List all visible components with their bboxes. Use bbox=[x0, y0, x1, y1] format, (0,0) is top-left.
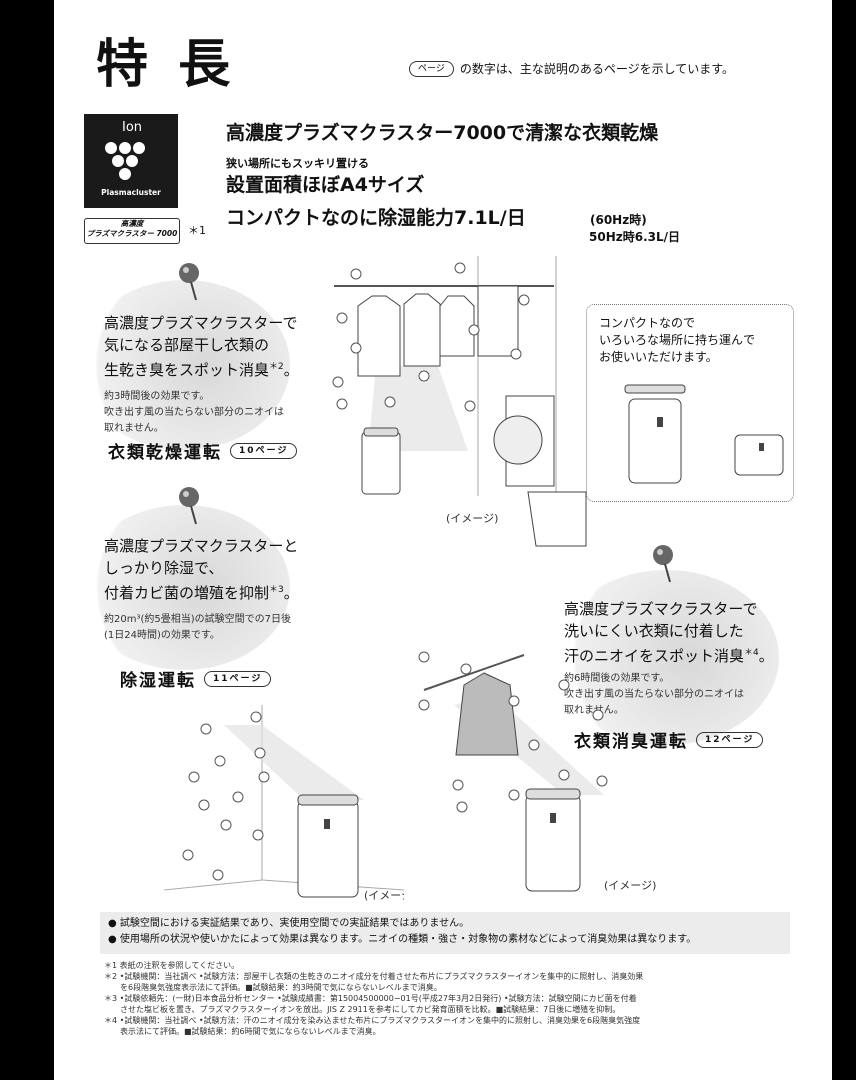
feature-2-line2: しっかり除湿で、 bbox=[104, 559, 224, 577]
feature-2-sub1: 約20m³(約5畳相当)の試験空間での7日後 bbox=[104, 614, 292, 625]
feature-bubble-2 bbox=[78, 505, 290, 670]
page-reference-note: ページ の数字は、主な説明のあるページを示しています。 bbox=[409, 60, 734, 77]
mode-clothes-drying-page: 10ページ bbox=[230, 442, 298, 459]
feature-2-line3: 付着カビ菌の増殖を抑制 bbox=[104, 584, 270, 602]
notes-box: ● 試験空間における実証結果であり、実使用空間での実証結果ではありません。 ● … bbox=[100, 912, 790, 954]
footnote-line: ＊2 •試験機関：当社調べ •試験方法：部屋干し衣類の生乾きのニオイ成分を付着さ… bbox=[104, 972, 644, 981]
feature-2-sub2: (1日24時間)の効果です。 bbox=[104, 630, 220, 641]
mode-clothes-drying-label: 衣類乾燥運転 bbox=[108, 443, 222, 463]
footnote-line: ＊3 •試験依頼先：(一財)日本食品分析センター •試験成績書：第1500450… bbox=[104, 994, 637, 1003]
logo-badge: 高濃度 プラズマクラスター 7000 bbox=[84, 218, 180, 244]
feature-1-line3: 生乾き臭をスポット消臭 bbox=[104, 361, 270, 379]
compact-note-line3: お使いいただけます。 bbox=[599, 350, 718, 364]
feature-3-line1: 高濃度プラズマクラスターで bbox=[564, 600, 758, 618]
coat-deodorize-illustration: (イメージ) bbox=[418, 651, 656, 892]
mode-clothes-deodorize-label: 衣類消臭運転 bbox=[574, 732, 688, 752]
feature-3-sub1: 約6時間後の効果です。 bbox=[564, 673, 670, 684]
footnote-line: を6段階臭気強度表示法にて評価。■試験結果：約3時間で気にならないレベルまで消臭… bbox=[104, 983, 442, 992]
headline-50hz-note: 50Hz時6.3L/日 bbox=[589, 230, 681, 244]
feature-1-sub1: 約3時間後の効果です。 bbox=[104, 391, 210, 402]
feature-1-mark: ＊2 bbox=[269, 362, 284, 372]
feature-1-sub3: 取れません。 bbox=[104, 423, 164, 434]
headline-60hz-note: (60Hz時) bbox=[590, 213, 647, 227]
feature-bubble-1 bbox=[78, 280, 290, 450]
footnote-line: させた塩ビ板を置き、プラズマクラスターイオンを放出。JIS Z 2911を参考に… bbox=[104, 1005, 621, 1014]
page-ref-text: の数字は、主な説明のあるページを示しています。 bbox=[459, 62, 735, 76]
logo-badge-line2: プラズマクラスター 7000 bbox=[86, 229, 178, 238]
image-caption-2: (イメージ) bbox=[364, 889, 404, 902]
mode-dehumidify-label: 除湿運転 bbox=[120, 671, 196, 691]
page-title: 特 長 bbox=[96, 35, 237, 95]
logo-ion-text: Ion bbox=[122, 120, 143, 135]
feature-2-mark: ＊3 bbox=[269, 585, 284, 595]
pushpin-icon bbox=[179, 263, 199, 301]
compact-note-line1: コンパクトなので bbox=[599, 316, 696, 330]
compact-portable-box: コンパクトなので いろいろな場所に持ち運んで お使いいただけます。 bbox=[586, 304, 794, 502]
note-2: ● 使用場所の状況や使いかたによって効果は異なります。ニオイの種類・強さ・対象物… bbox=[108, 934, 697, 945]
pushpin-icon bbox=[179, 487, 199, 525]
feature-3-sub2: 吹き出す風の当たらない部分のニオイは bbox=[564, 689, 744, 700]
headline-a4-size: 設置面積ほぼA4サイズ bbox=[226, 174, 425, 196]
footnotes: ＊1 表紙の注釈を参照してください。 ＊2 •試験機関：当社調べ •試験方法：部… bbox=[104, 960, 784, 1037]
plasmacluster-logo: Ion Plasmacluster bbox=[84, 114, 178, 208]
mode-clothes-deodorize: 衣類消臭運転 12ページ bbox=[574, 727, 764, 752]
feature-1-line1: 高濃度プラズマクラスターで bbox=[104, 314, 298, 332]
mode-dehumidify-page: 11ページ bbox=[204, 670, 272, 687]
feature-3-line2: 洗いにくい衣類に付着した bbox=[564, 622, 744, 640]
feature-2-text: 高濃度プラズマクラスターと しっかり除湿で、 付着カビ菌の増殖を抑制＊3。 約2… bbox=[104, 535, 299, 644]
footnote-line: ＊1 表紙の注釈を参照してください。 bbox=[104, 961, 240, 970]
dehumidify-illustration: (イメージ) bbox=[164, 705, 404, 902]
compact-note-line2: いろいろな場所に持ち運んで bbox=[599, 333, 756, 347]
manual-page: 特 長 ページ の数字は、主な説明のあるページを示しています。 Ion Plas… bbox=[54, 0, 832, 1080]
headline-dehumidify: コンパクトなのに除湿能力7.1L/日 bbox=[226, 207, 526, 229]
feature-bubble-3 bbox=[554, 570, 779, 745]
feature-3-line3: 汗のニオイをスポット消臭 bbox=[564, 647, 745, 665]
dehumidifier-carry-illustration bbox=[624, 384, 784, 484]
mode-dehumidify: 除湿運転 11ページ bbox=[120, 666, 272, 691]
image-caption-1: (イメージ) bbox=[446, 512, 498, 525]
footnote-line: 表示法にて評価。■試験結果：約6時間で気にならないレベルまで消臭。 bbox=[104, 1027, 381, 1036]
feature-1-text: 高濃度プラズマクラスターで 気になる部屋干し衣類の 生乾き臭をスポット消臭＊2。… bbox=[104, 312, 299, 437]
image-caption-3: (イメージ) bbox=[604, 879, 656, 892]
grape-icon bbox=[105, 142, 145, 180]
footnote-line: ＊4 •試験機関：当社調べ •試験方法：汗のニオイ成分を染み込ませた布片にプラズ… bbox=[104, 1016, 641, 1025]
feature-3-mark: ＊4 bbox=[744, 648, 759, 658]
laundry-room-illustration: (イメージ) bbox=[332, 256, 587, 547]
feature-3-sub3: 取れません。 bbox=[564, 705, 624, 716]
footnote-mark-1: ＊1 bbox=[188, 224, 206, 237]
compact-note: コンパクトなので いろいろな場所に持ち運んで お使いいただけます。 bbox=[599, 315, 755, 366]
feature-3-text: 高濃度プラズマクラスターで 洗いにくい衣類に付着した 汗のニオイをスポット消臭＊… bbox=[564, 598, 774, 719]
mode-clothes-deodorize-page: 12ページ bbox=[696, 731, 764, 748]
page-ref-pill: ページ bbox=[409, 60, 454, 77]
feature-1-line2: 気になる部屋干し衣類の bbox=[104, 336, 270, 354]
note-1: ● 試験空間における実証結果であり、実使用空間での実証結果ではありません。 bbox=[108, 918, 470, 929]
mode-clothes-drying: 衣類乾燥運転 10ページ bbox=[108, 438, 298, 463]
pushpin-icon bbox=[653, 545, 673, 583]
feature-2-line1: 高濃度プラズマクラスターと bbox=[104, 537, 299, 555]
headline-compact-sub: 狭い場所にもスッキリ置ける bbox=[226, 157, 369, 170]
logo-badge-line1: 高濃度 bbox=[120, 219, 144, 228]
feature-1-sub2: 吹き出す風の当たらない部分のニオイは bbox=[104, 407, 284, 418]
logo-brand-text: Plasmacluster bbox=[101, 188, 161, 197]
headline-plasmacluster: 高濃度プラズマクラスター7000で清潔な衣類乾燥 bbox=[226, 122, 659, 144]
